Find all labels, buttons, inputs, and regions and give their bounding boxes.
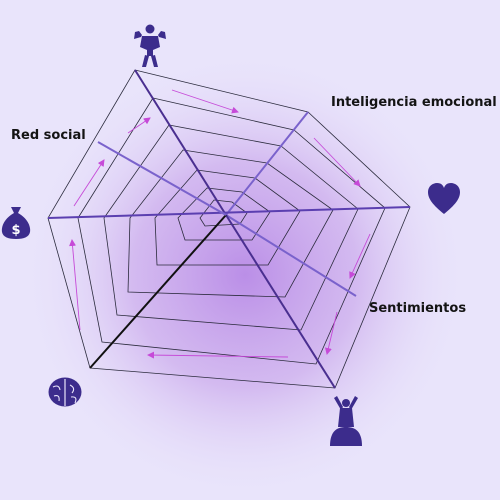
flow-arrow (324, 311, 338, 355)
axis-strength (134, 69, 227, 216)
label-emotional-intelligence: Inteligencia emocional (331, 95, 497, 110)
meditation-icon (330, 396, 362, 446)
axis-meditation (225, 214, 336, 389)
flow-arrow (69, 239, 81, 331)
web-ring-6 (177, 187, 271, 241)
label-feelings: Sentimientos (369, 301, 467, 316)
axis-brain (89, 214, 227, 369)
money-bag-icon: $ (1, 207, 31, 239)
flow-arrow (127, 117, 151, 134)
flow-arrow (171, 89, 239, 114)
flow-arrow (349, 233, 371, 279)
label-social-network: Red social (11, 128, 86, 143)
radar-axes (47, 69, 411, 389)
axis-feelings (225, 214, 357, 297)
axis-social-network (97, 141, 227, 216)
flow-arrows (69, 89, 371, 359)
flow-arrow (147, 351, 289, 359)
flow-arrow (313, 137, 361, 187)
axis-emotional-intelligence (225, 111, 309, 216)
axis-heart (47, 206, 411, 219)
strength-icon (134, 24, 166, 67)
brain-icon (48, 377, 82, 407)
svg-text:$: $ (11, 223, 20, 238)
heart-icon (428, 183, 460, 214)
flow-arrow (73, 159, 105, 207)
